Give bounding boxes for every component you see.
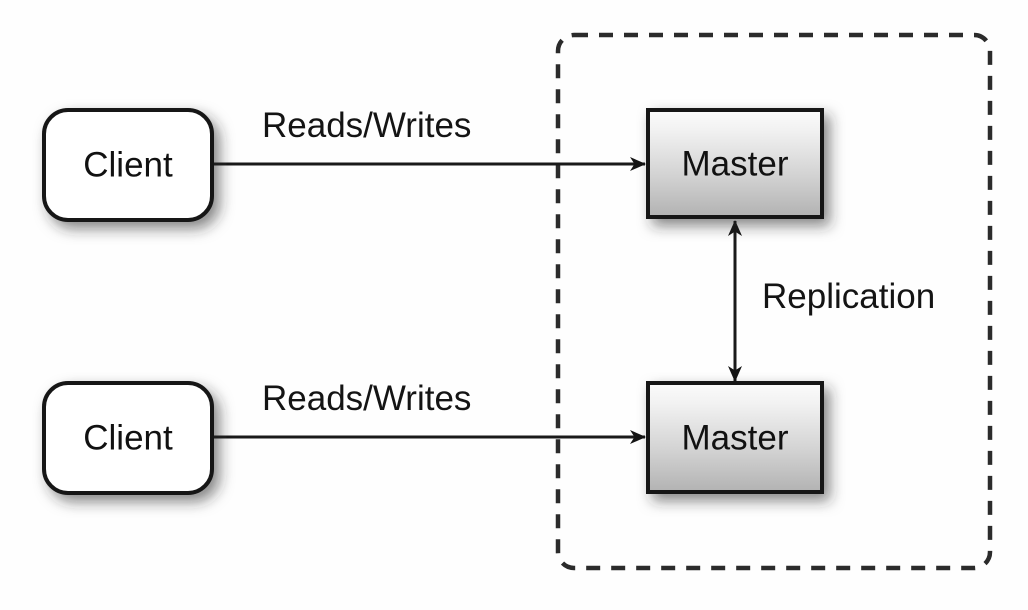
node-master-bottom[interactable] [646,381,824,494]
node-master-top[interactable] [646,108,824,219]
edge-label-reads-writes-bottom: Reads/Writes [262,379,471,418]
master-top-label: Master [682,144,789,183]
edge-label-reads-writes-top: Reads/Writes [262,106,471,145]
replication-cluster-border [555,32,993,571]
replication-cluster-group [555,32,993,571]
master-bottom-label: Master [682,418,789,457]
master-bottom-box[interactable] [646,381,824,494]
node-client-bottom[interactable] [42,381,214,495]
client-top-box[interactable] [42,108,214,222]
node-client-top[interactable] [42,108,214,222]
client-bottom-label: Client [83,418,173,457]
client-top-label: Client [83,145,173,184]
master-top-box[interactable] [646,108,824,219]
edge-label-replication: Replication [762,277,935,316]
client-bottom-box[interactable] [42,381,214,495]
